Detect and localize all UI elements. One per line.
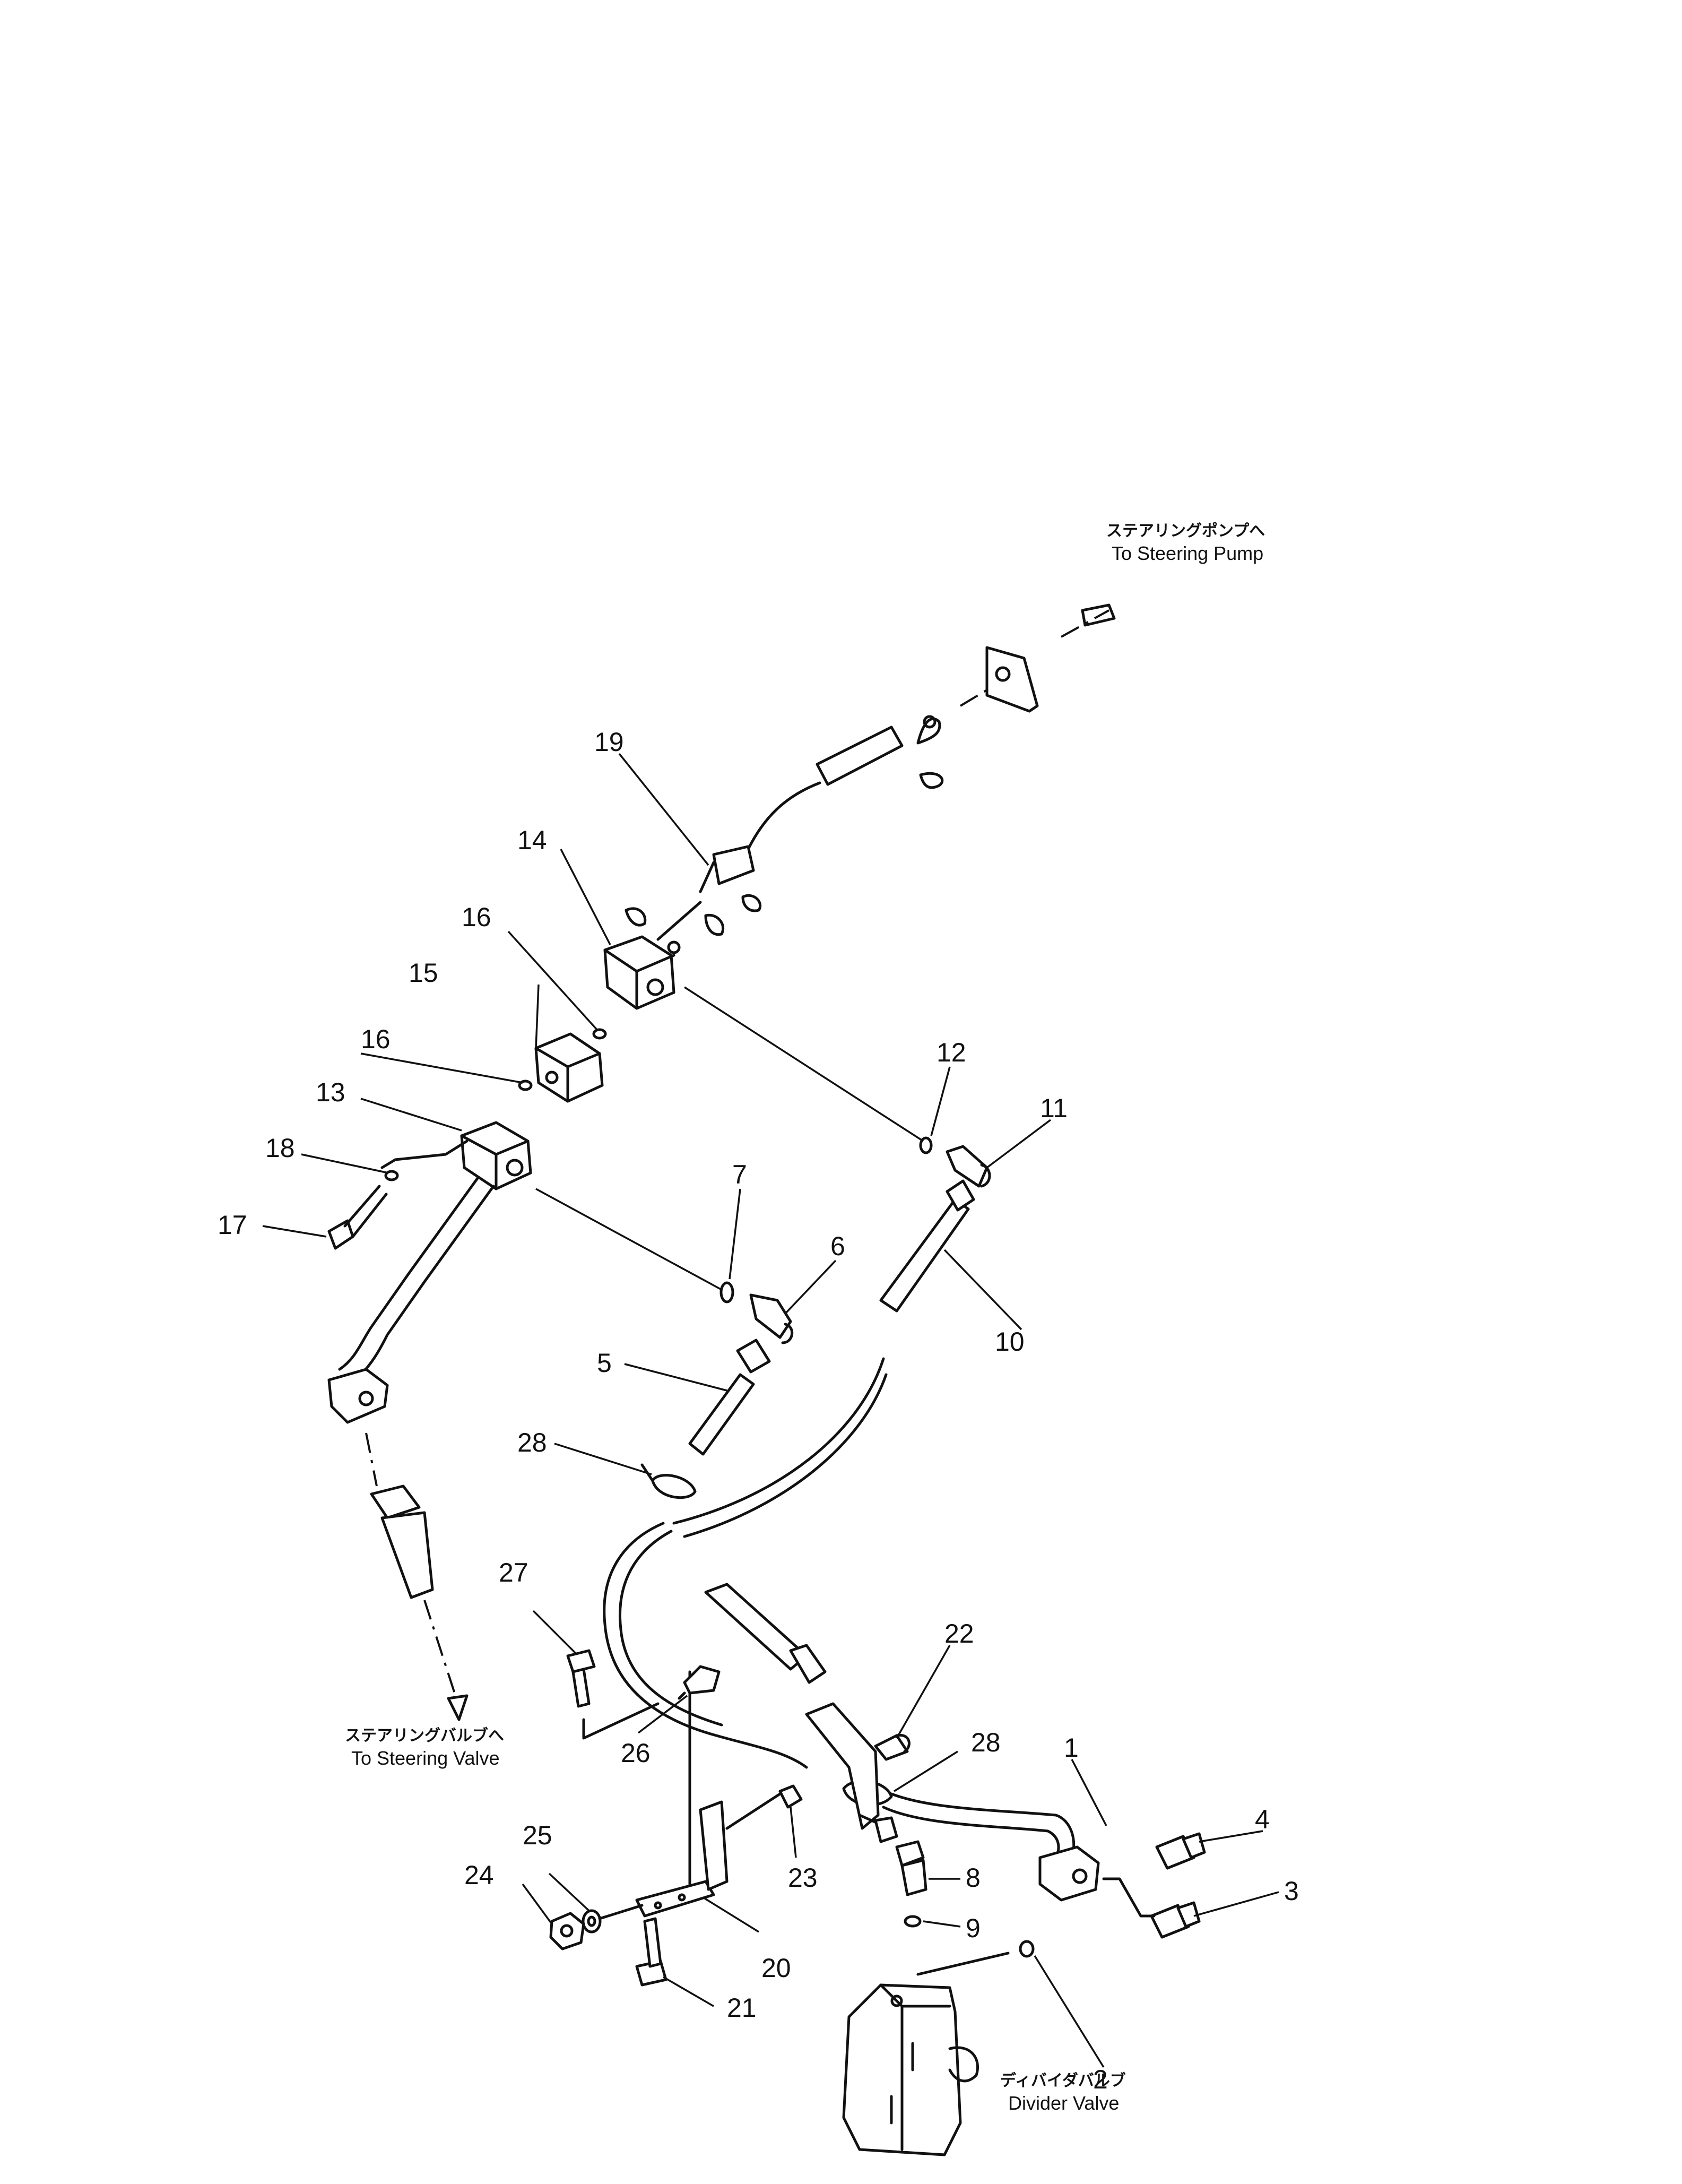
callout-24: 24 (464, 1860, 494, 1890)
callout-10: 10 (995, 1327, 1025, 1357)
callout-2: 2 (1093, 2065, 1108, 2094)
callout-13: 13 (316, 1077, 345, 1107)
o-ring-16-lower (518, 1080, 533, 1091)
block-13-pipe (327, 1121, 532, 1721)
callout-9: 9 (966, 1913, 981, 1943)
callout-11: 11 (1040, 1093, 1068, 1123)
bracket-20 (598, 1670, 782, 1920)
callout-26: 26 (621, 1738, 651, 1768)
o-ring-9 (904, 1915, 922, 1928)
divider-valve-en-label: Divider Valve (1008, 2092, 1119, 2114)
hose-5 (688, 1281, 794, 1456)
clamp-26 (678, 1665, 721, 1700)
bolt-leader-lines (1102, 1877, 1156, 1918)
callout-28-lower: 28 (971, 1728, 1001, 1757)
callout-20: 20 (761, 1953, 791, 1983)
callout-27: 27 (499, 1558, 528, 1587)
callout-3: 3 (1284, 1876, 1299, 1906)
callout-19: 19 (594, 727, 624, 757)
bolt-4 (1155, 1832, 1206, 1870)
leader-lines (262, 753, 1279, 2068)
callout-23: 23 (788, 1863, 818, 1893)
callout-15: 15 (409, 958, 438, 988)
callout-21: 21 (727, 1993, 757, 2023)
callout-28-upper: 28 (517, 1428, 547, 1457)
bolt-17-washer-18 (327, 1170, 399, 1250)
steering-pump-en-label: To Steering Pump (1112, 542, 1263, 564)
spacer-23 (778, 1784, 803, 1809)
steering-valve-jp-label: ステアリングバルブへ (345, 1727, 504, 1745)
block-15 (534, 1032, 604, 1103)
label-to-steering-valve: ステアリングバルブへ To Steering Valve (345, 1727, 504, 1769)
divider-valve-jp-label: ディバイダバルブ (1000, 2071, 1126, 2090)
elbow-22 (874, 1733, 911, 1761)
bolt-3 (1150, 1901, 1201, 1939)
tube-1 (805, 1702, 1100, 1902)
o-ring-16-upper (592, 1028, 607, 1040)
callout-16-upper: 16 (462, 902, 491, 932)
callout-8: 8 (966, 1863, 981, 1893)
callout-18: 18 (265, 1133, 295, 1163)
block-14 (603, 935, 675, 1010)
callout-4: 4 (1255, 1805, 1270, 1834)
label-to-steering-pump: ステアリングポンプへ To Steering Pump (1106, 522, 1265, 564)
parts-drawing (327, 603, 1206, 2156)
callout-7: 7 (732, 1160, 747, 1189)
main-hose (603, 1357, 888, 1769)
callout-5: 5 (597, 1348, 612, 1378)
divider-valve (842, 1952, 1010, 2156)
bolt-27 (566, 1649, 660, 1740)
nut-24 (549, 1912, 585, 1950)
clamp-28-upper (640, 1463, 697, 1499)
washer-25 (582, 1909, 602, 1933)
label-divider-valve: ディバイダバルブ Divider Valve (1000, 2071, 1126, 2114)
callout-14: 14 (517, 825, 547, 855)
steering-pump-jp-label: ステアリングポンプへ (1106, 522, 1265, 540)
steering-valve-en-label: To Steering Valve (351, 1747, 500, 1769)
callout-6: 6 (830, 1231, 845, 1261)
callout-12: 12 (937, 1038, 966, 1067)
callout-25: 25 (523, 1820, 552, 1850)
o-ring-2 (1019, 1940, 1035, 1958)
hose-19-assembly (625, 603, 1116, 954)
callout-numbers: 1 2 3 4 5 6 7 8 9 10 11 12 13 14 15 16 1… (218, 727, 1299, 2094)
callout-17: 17 (218, 1210, 247, 1240)
fitting-8 (895, 1840, 927, 1896)
callout-22: 22 (944, 1619, 974, 1648)
callout-1: 1 (1064, 1733, 1079, 1763)
callout-16-lower: 16 (361, 1024, 391, 1054)
hose-10 (879, 1136, 991, 1313)
bolt-21 (635, 1917, 667, 1987)
